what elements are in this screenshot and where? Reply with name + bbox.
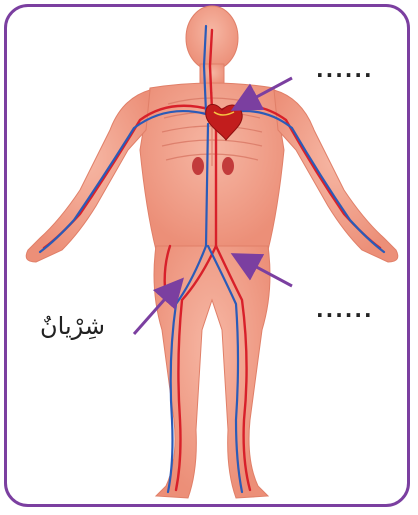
heart-answer-blank: ...... <box>316 58 374 82</box>
artery-label: شِرْيانٌ <box>40 312 105 340</box>
vein-answer-blank: ...... <box>316 298 374 322</box>
